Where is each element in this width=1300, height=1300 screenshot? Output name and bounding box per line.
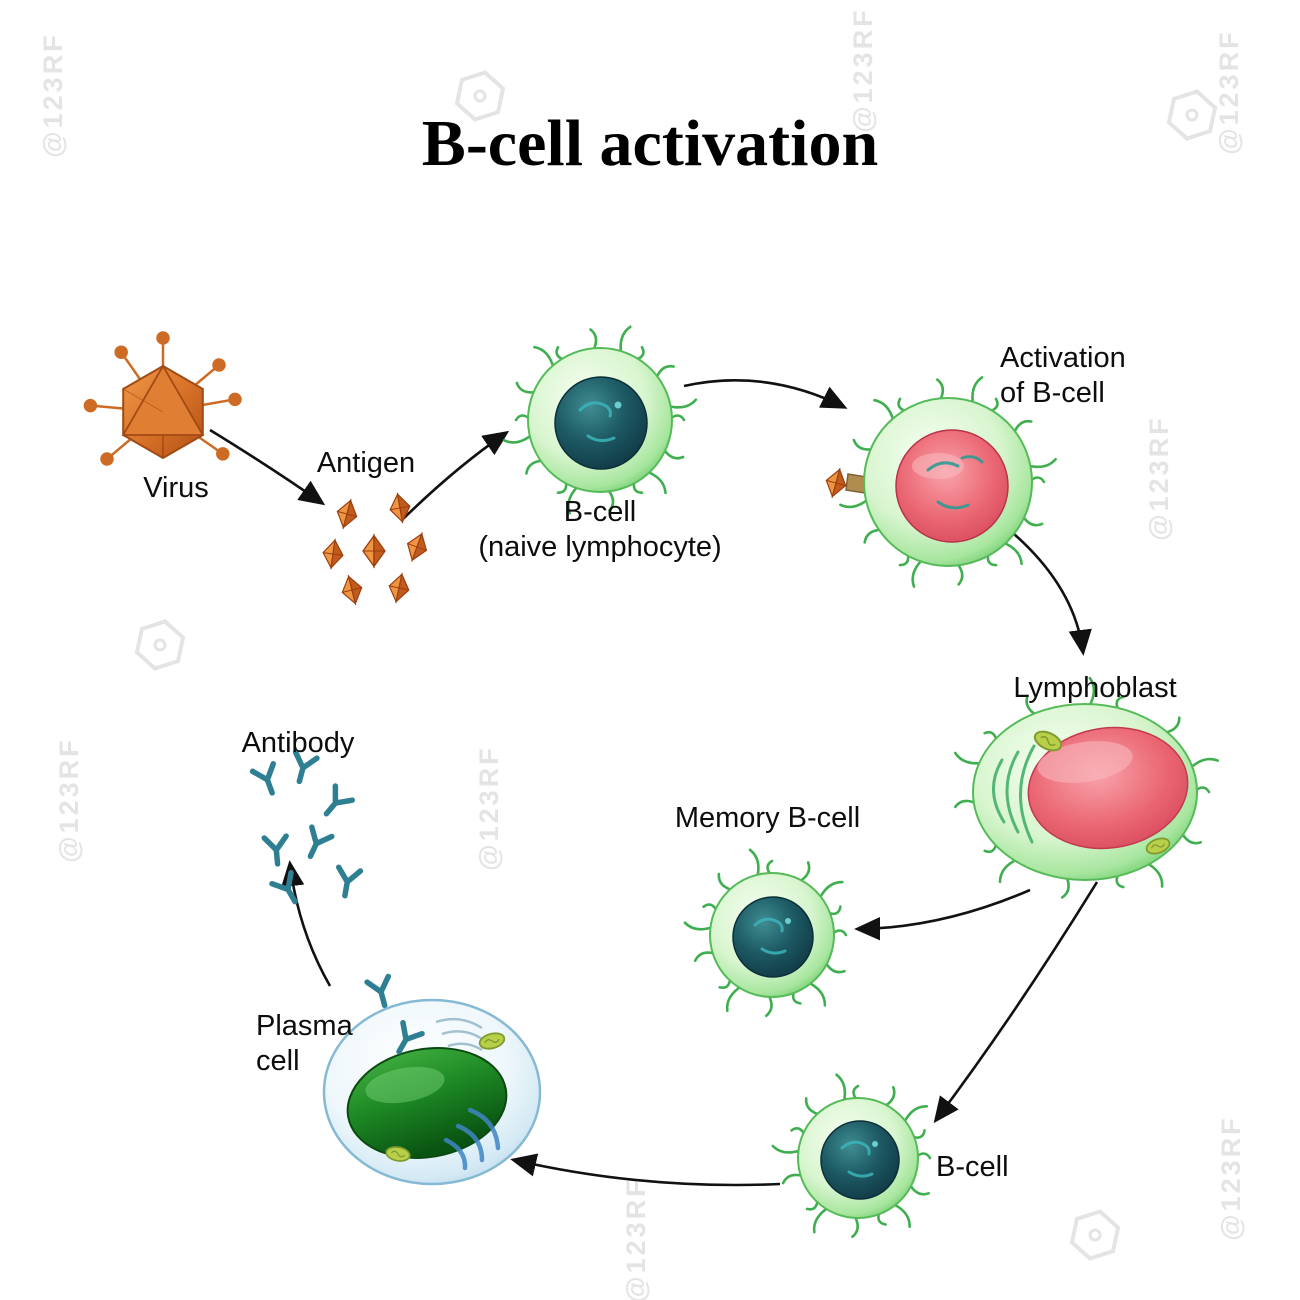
- bcell-label: B-cell: [936, 1151, 1009, 1183]
- arrow-lymphoblast-to-memory: [854, 888, 1031, 941]
- endoplasmic-reticulum: [992, 744, 1036, 844]
- antibody-label: Antibody: [241, 727, 355, 759]
- endoplasmic-reticulum: [443, 1107, 501, 1171]
- antigen-label: Antigen: [316, 447, 416, 479]
- antibody-icon: [318, 786, 352, 821]
- arrow-bcell-to-activation: [683, 379, 848, 409]
- bcell-daughter-nucleus: [820, 1120, 900, 1200]
- memory-bcell-nucleus: [732, 896, 814, 978]
- antibody-icon: [264, 836, 288, 865]
- watermark-text: @123RF: [38, 32, 68, 157]
- plasma-cell-label-line2: cell: [256, 1045, 300, 1077]
- antibody-icon: [300, 827, 331, 861]
- watermark-text: @123RF: [1144, 415, 1174, 540]
- memory-bcell-graphic: [683, 848, 848, 1018]
- lymphoblast-graphic: [954, 676, 1219, 899]
- activation-bcell-graphic: [822, 376, 1057, 588]
- bcell-naive-label: B-cell (naive lymphocyte): [430, 495, 770, 565]
- antibody-icon: [367, 976, 395, 1008]
- plasma-cell-graphic: [322, 976, 542, 1186]
- watermark-text: @123RF: [848, 7, 878, 132]
- watermark-text: @123RF: [1216, 1115, 1246, 1240]
- plasma-cell-label: Plasma cell: [256, 1009, 396, 1079]
- watermark-text: @123RF: [54, 737, 84, 862]
- watermark-text: @123RF: [1214, 29, 1244, 154]
- watermark-layer: @123RF @123RF @123RF @123RF @123RF @123R…: [38, 7, 1246, 1300]
- antibody-icon: [334, 867, 360, 897]
- arrow-plasma-to-antibody: [281, 860, 332, 987]
- bound-antigen: [822, 466, 850, 500]
- arrow-bcell-to-plasma: [510, 1153, 781, 1187]
- antibody-icon: [253, 764, 283, 797]
- lymphoblast-label: Lymphoblast: [1013, 672, 1177, 704]
- activation-label: Activation of B-cell: [1000, 341, 1200, 411]
- bcell-naive-label-line1: B-cell: [563, 496, 637, 528]
- arrow-activation-to-lymphoblast: [1013, 533, 1092, 656]
- bcell-naive-label-line2: (naive lymphocyte): [478, 531, 722, 563]
- antibody-icon: [272, 873, 305, 907]
- arrow-lymphoblast-to-bcell: [933, 881, 1099, 1124]
- bcell-naive-nucleus: [554, 376, 648, 470]
- watermark-logo-icon: [132, 615, 188, 675]
- bcell-daughter-graphic: [771, 1073, 932, 1239]
- antibody-cluster: [253, 752, 361, 907]
- activation-nucleus: [895, 429, 1009, 543]
- virus-graphic: [83, 331, 242, 466]
- arrow-antigen-to-bcell: [401, 430, 510, 521]
- activation-label-line2: of B-cell: [1000, 377, 1105, 409]
- golgi-apparatus: [435, 1017, 483, 1052]
- arrow-layer: [209, 379, 1099, 1187]
- page-title: B-cell activation: [421, 107, 879, 180]
- bcell-naive-graphic: [502, 325, 698, 515]
- activation-label-line1: Activation: [1000, 342, 1126, 374]
- memory-bcell-label: Memory B-cell: [674, 802, 861, 834]
- watermark-text: @123RF: [621, 1177, 651, 1300]
- watermark-text: @123RF: [474, 745, 504, 870]
- plasma-cell-label-line1: Plasma: [256, 1010, 353, 1042]
- virus-label: Virus: [143, 472, 209, 504]
- arrow-virus-to-antigen: [209, 428, 326, 506]
- watermark-logo-icon: [1067, 1205, 1123, 1265]
